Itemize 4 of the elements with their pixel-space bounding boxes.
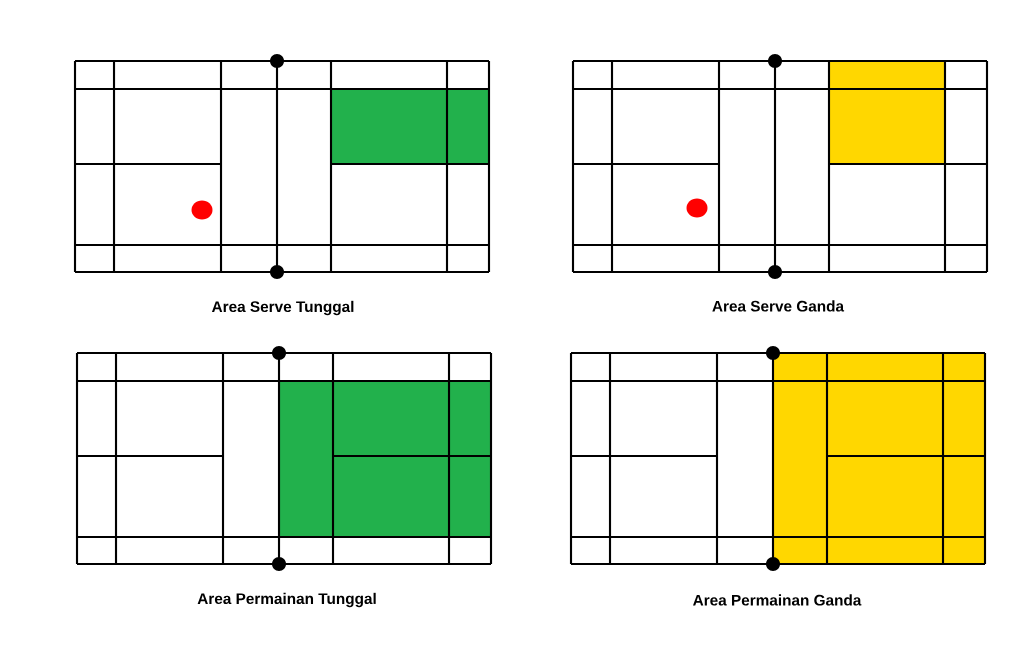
caption: Area Serve Tunggal [211, 300, 354, 316]
caption: Area Permainan Tunggal [197, 592, 376, 608]
caption: Area Permainan Ganda [693, 594, 862, 606]
caption: Area Serve Ganda [712, 300, 845, 312]
